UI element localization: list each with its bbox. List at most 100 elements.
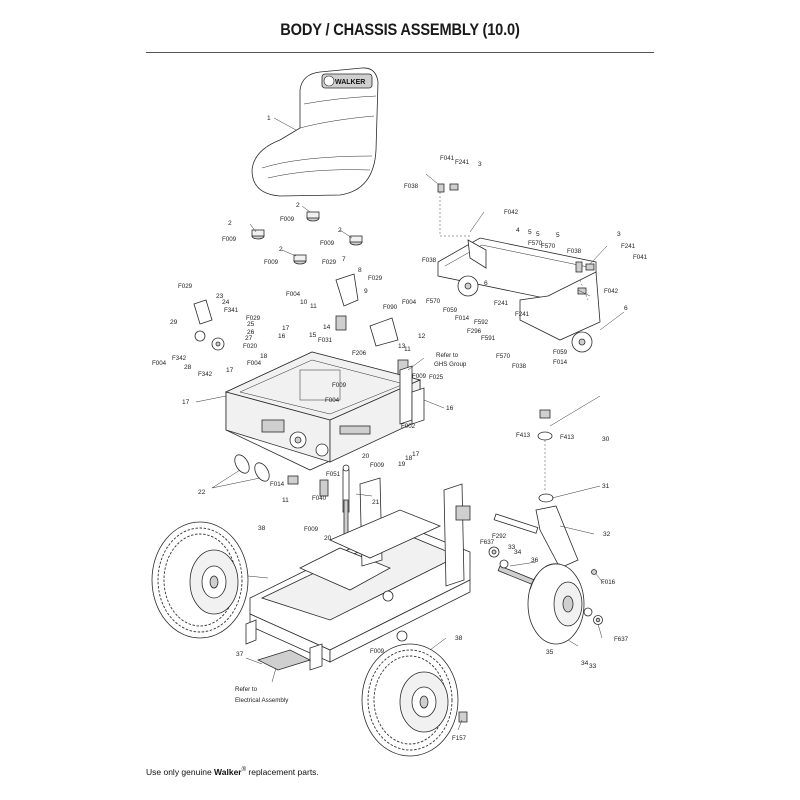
callout-label: 10 — [300, 299, 308, 306]
callout-label: 12 — [418, 333, 426, 340]
callout-label: F157 — [452, 735, 467, 742]
callout-label: 38 — [258, 525, 266, 532]
callout-label: F042 — [504, 209, 519, 216]
callout-label: F038 — [512, 363, 527, 370]
callout-label: 11 — [310, 303, 317, 310]
callout-label: 6 — [484, 280, 488, 287]
rubber-rings — [234, 454, 329, 497]
callout-label: F020 — [243, 343, 258, 350]
seat-mount-pads — [251, 211, 363, 265]
leader-lines — [195, 117, 625, 731]
callout-label: F002 — [401, 423, 416, 430]
callout-label: F004 — [325, 397, 340, 404]
callout-label: 23 — [216, 293, 224, 300]
callout-labels: 1 2 2 F009 2 F009 2 F009 F009 F041 F241 … — [152, 115, 648, 742]
callout-label: 13 — [398, 343, 406, 350]
callout-label: 25 — [247, 321, 255, 328]
callout-label: F009 — [280, 216, 295, 223]
callout-label: 37 — [236, 651, 244, 658]
callout-label: F241 — [494, 300, 509, 307]
electrical-tray — [256, 649, 312, 671]
callout-label: F038 — [422, 257, 437, 264]
callout-label: 4 — [516, 227, 520, 234]
callout-label: F241 — [455, 159, 470, 166]
callout-label: 8 — [358, 267, 362, 274]
page-title: BODY / CHASSIS ASSEMBLY (10.0) — [280, 20, 520, 39]
callout-label: F040 — [312, 495, 327, 502]
callout-label: F009 — [222, 236, 237, 243]
callout-label: F029 — [246, 315, 261, 322]
callout-label: F241 — [515, 311, 530, 318]
callout-label: 28 — [184, 364, 192, 371]
callout-label: F009 — [320, 240, 335, 247]
callout-label: 17 — [412, 451, 420, 458]
callout-label: F031 — [318, 337, 333, 344]
chassis-frame — [245, 477, 471, 671]
callout-label: 16 — [446, 405, 454, 412]
callout-label: 9 — [364, 288, 368, 295]
callout-label: 30 — [602, 436, 610, 443]
callout-label: 3 — [617, 231, 621, 238]
callout-label: F342 — [172, 355, 187, 362]
callout-label: 24 — [222, 299, 230, 306]
callout-label: 20 — [362, 453, 370, 460]
callout-label: 2 — [338, 227, 342, 234]
callout-label: 2 — [279, 246, 283, 253]
callout-label: F292 — [492, 533, 507, 540]
drive-wheel-right — [361, 643, 468, 757]
callout-label: F009 — [304, 526, 319, 533]
callout-label: F206 — [352, 350, 367, 357]
callout-label: F342 — [198, 371, 213, 378]
callout-label: 17 — [182, 399, 190, 406]
callout-label: 29 — [170, 319, 178, 326]
callout-label: 22 — [198, 489, 206, 496]
callout-label: F025 — [429, 374, 444, 381]
callout-label: F051 — [326, 471, 341, 478]
callout-label: F004 — [286, 291, 301, 298]
callout-label: 34 — [514, 549, 522, 556]
title-divider — [146, 52, 654, 53]
callout-label: 1 — [267, 115, 271, 122]
footer-registered-mark: ® — [241, 767, 247, 774]
callout-label: F413 — [560, 434, 575, 441]
callout-label: 26 — [247, 329, 255, 336]
callout-label: F029 — [322, 259, 337, 266]
callout-label: 36 — [531, 557, 539, 564]
electrical-note-line2: Electrical Assembly — [235, 697, 289, 704]
callout-label: F413 — [516, 432, 531, 439]
callout-label: 11 — [404, 346, 411, 353]
callout-label: F591 — [481, 335, 496, 342]
gas-spring — [342, 464, 350, 535]
seat-frame-bracket — [437, 183, 601, 353]
callout-label: F029 — [368, 275, 383, 282]
callout-label: F014 — [270, 481, 285, 488]
reference-notes: Refer to GHS Group Refer to Electrical A… — [235, 352, 467, 704]
callout-label: F009 — [412, 373, 427, 380]
callout-label: 31 — [602, 483, 610, 490]
callout-label: F004 — [247, 360, 262, 367]
callout-label: F059 — [553, 349, 568, 356]
callout-label: F241 — [621, 243, 636, 250]
callout-label: 35 — [546, 649, 554, 656]
callout-label: 21 — [372, 499, 380, 506]
ghs-note-line2: GHS Group — [434, 361, 467, 368]
callout-label: F059 — [443, 307, 458, 314]
caster-assembly — [488, 409, 603, 645]
callout-label: F029 — [178, 283, 193, 290]
callout-label: 6 — [624, 305, 628, 312]
walker-logo-plate — [321, 73, 373, 89]
callout-label: 5 — [536, 231, 540, 238]
callout-label: F014 — [553, 359, 568, 366]
lever-brackets — [193, 273, 409, 377]
callout-label: 2 — [228, 220, 232, 227]
callout-label: F041 — [440, 155, 455, 162]
callout-label: F004 — [402, 299, 417, 306]
callout-label: 18 — [405, 455, 413, 462]
callout-label: 32 — [603, 531, 611, 538]
callout-label: 34 — [581, 660, 589, 667]
callout-label: F570 — [528, 240, 543, 247]
footer-brand: Walker — [214, 767, 242, 777]
ghs-note-line1: Refer to — [436, 352, 459, 359]
callout-label: 17 — [226, 367, 234, 374]
callout-label: F014 — [455, 315, 470, 322]
